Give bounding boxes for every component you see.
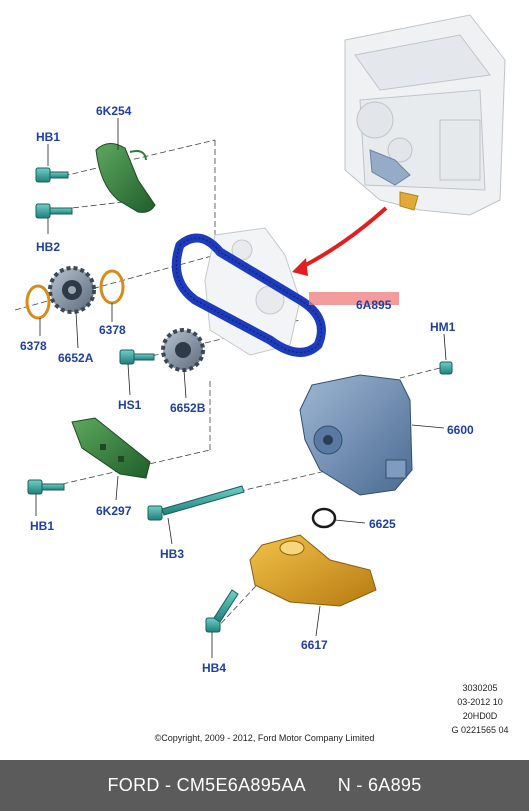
- label-6a895: 6A895: [356, 298, 392, 312]
- meta-line-4: G 0221565 04: [451, 725, 509, 735]
- o-ring: [311, 507, 337, 529]
- bolt-hb4: [205, 589, 239, 633]
- highlight-arrow: [292, 206, 388, 276]
- label-6378-right: 6378: [99, 323, 126, 337]
- label-hs1: HS1: [118, 398, 142, 412]
- label-hb1-top: HB1: [36, 130, 61, 144]
- chain-guide-upper: [95, 143, 156, 213]
- washer-right: [99, 269, 125, 305]
- label-hb3: HB3: [160, 547, 185, 561]
- label-6k254: 6K254: [96, 104, 132, 118]
- diagram-svg: [14, 14, 506, 658]
- label-hb4: HB4: [202, 661, 227, 675]
- part-highlight-box: [309, 292, 399, 305]
- label-6k297: 6K297: [96, 504, 132, 518]
- label-6625: 6625: [369, 517, 396, 531]
- label-6378-left: 6378: [20, 339, 47, 353]
- chain-guide-lower: [71, 417, 151, 479]
- bolt-hb3: [147, 485, 245, 521]
- bolt-hb1-bottom: [27, 479, 65, 495]
- footer-spacer: [306, 775, 338, 796]
- exploded-parts-diagram: [14, 14, 506, 658]
- copyright-notice: ©Copyright, 2009 - 2012, Ford Motor Comp…: [154, 733, 375, 743]
- label-6617: 6617: [301, 638, 328, 652]
- footer-part-number: FORD - CM5E6A895AA: [107, 775, 306, 795]
- sprocket-6652a: [48, 266, 96, 314]
- oil-pump: [299, 374, 413, 496]
- meta-line-1: 3030205: [462, 683, 498, 693]
- label-leaders: [35, 118, 447, 658]
- label-hb1-bottom: HB1: [30, 519, 55, 533]
- bolt-hs1: [119, 349, 155, 365]
- bolt-hb1-top: [35, 167, 69, 183]
- sprocket-6652b: [161, 328, 205, 372]
- bolt-hm1: [439, 361, 453, 375]
- label-6652b: 6652B: [170, 401, 206, 415]
- label-hm1: HM1: [430, 320, 456, 334]
- label-6652a: 6652A: [58, 351, 94, 365]
- label-6600: 6600: [447, 423, 474, 437]
- meta-line-2: 03-2012 10: [457, 697, 503, 707]
- part-number-footer: FORD - CM5E6A895AA N - 6A895: [0, 760, 529, 811]
- timing-chain: [171, 233, 326, 357]
- bolts: [27, 167, 453, 633]
- washer-left: [25, 284, 51, 320]
- label-hb2: HB2: [36, 240, 61, 254]
- footer-reference: N - 6A895: [337, 775, 422, 795]
- meta-line-3: 20HD0D: [462, 711, 498, 721]
- oil-pickup-pan: [249, 534, 377, 607]
- engine-overview: [344, 14, 506, 216]
- bolt-hb2: [35, 203, 73, 219]
